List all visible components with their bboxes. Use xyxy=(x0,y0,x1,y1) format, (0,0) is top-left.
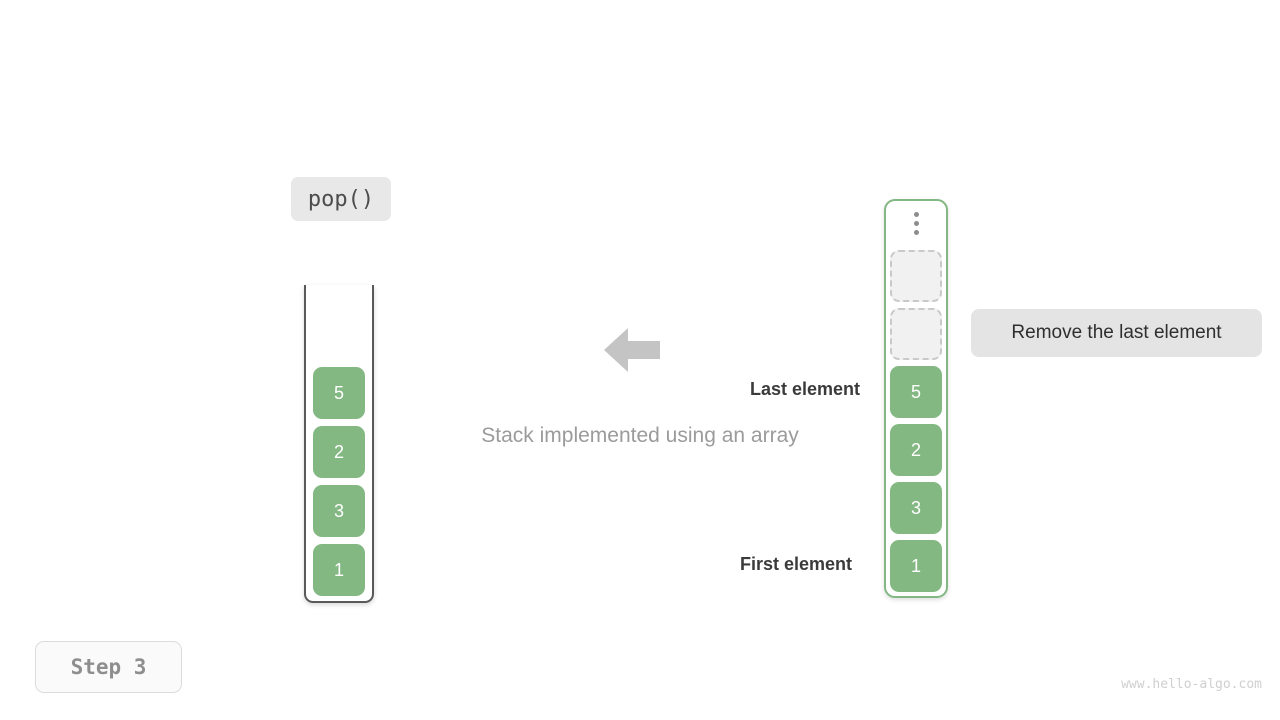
stack-item-list: 5 2 3 1 xyxy=(304,367,374,596)
ellipsis-dot xyxy=(913,230,919,235)
operation-chip: pop() xyxy=(291,177,391,221)
caption-text: Stack implemented using an array xyxy=(481,424,799,447)
ellipsis-dot xyxy=(913,212,919,217)
array-cell-empty xyxy=(890,308,942,360)
arrow-left-icon xyxy=(602,320,662,380)
stack-cell: 1 xyxy=(313,544,365,596)
callout-label: Remove the last element xyxy=(1011,322,1222,343)
array-item-list: 5 2 3 1 xyxy=(886,250,946,592)
array-cell: 1 xyxy=(890,540,942,592)
annotation-first-element: First element xyxy=(739,554,852,574)
annotation-last-element: Last element xyxy=(749,379,860,399)
array-cell: 3 xyxy=(890,482,942,534)
operation-label: pop() xyxy=(307,186,375,212)
watermark: www.hello-algo.com xyxy=(1121,677,1262,692)
ellipsis-dot xyxy=(913,221,919,226)
step-label: Step 3 xyxy=(70,655,147,679)
stack-cell: 2 xyxy=(313,426,365,478)
array-cell: 2 xyxy=(890,424,942,476)
callout-box: Remove the last element xyxy=(971,309,1262,357)
stack-container: 5 2 3 1 xyxy=(304,285,374,603)
array-cell-empty xyxy=(890,250,942,302)
stack-cell: 5 xyxy=(313,367,365,419)
array-cell: 5 xyxy=(890,366,942,418)
vertical-ellipsis-icon xyxy=(886,212,946,235)
step-badge: Step 3 xyxy=(35,641,182,693)
stack-cell: 3 xyxy=(313,485,365,537)
array-container: 5 2 3 1 xyxy=(884,199,948,598)
